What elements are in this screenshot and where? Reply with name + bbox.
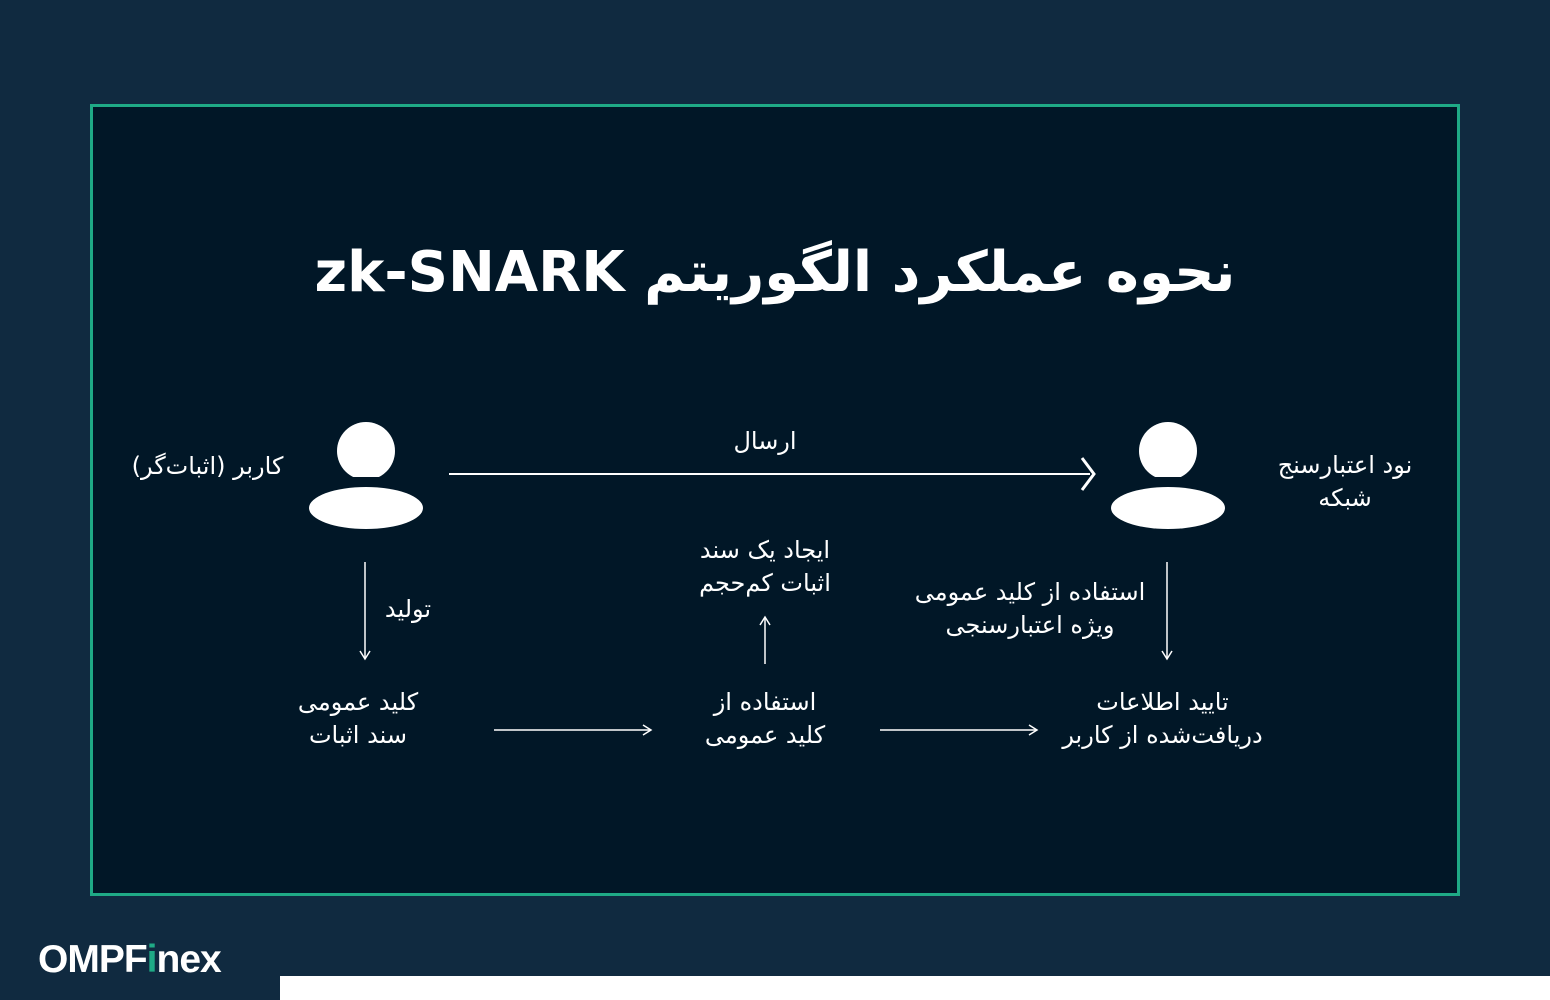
use-public-key-label: استفاده از کلید عمومی: [704, 688, 826, 749]
use-to-verify-arrow: [880, 724, 1039, 736]
brand-logo: OMPFinex: [38, 938, 222, 981]
verifier-user-icon: [1111, 422, 1225, 529]
prover-user-icon: [309, 422, 423, 529]
public-key-label: کلید عمومی سند اثبات: [297, 688, 419, 749]
generate-label: تولید: [384, 595, 432, 623]
verifier-label: نود اعتبارسنج شبکه: [1277, 451, 1413, 512]
verifier-key-label: استفاده از کلید عمومی ویژه اعتبارسنجی: [914, 578, 1146, 639]
bottom-bar: [280, 976, 1550, 1000]
diagram-title: نحوه عملکرد الگوریتم zk-SNARK: [314, 240, 1236, 305]
generate-arrow: [359, 562, 371, 661]
prover-label: کاربر (اثبات‌گر): [131, 452, 284, 480]
create-proof-arrow: [759, 615, 771, 664]
create-proof-label: ایجاد یک سند اثبات کم‌حجم: [699, 536, 831, 597]
send-label: ارسال: [733, 427, 797, 455]
verifier-key-arrow: [1161, 562, 1173, 661]
send-arrow: [449, 457, 1096, 491]
public-key-to-use-arrow: [494, 724, 653, 736]
verify-label: تایید اطلاعات دریافت‌شده از کاربر: [1062, 688, 1263, 749]
